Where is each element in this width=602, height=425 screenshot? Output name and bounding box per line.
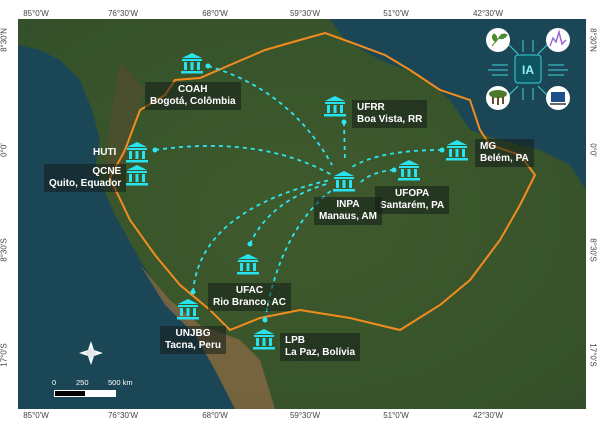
lon-tick: 59°30'W: [289, 9, 321, 18]
lat-tick: 0°0': [0, 143, 9, 157]
scale-label: 0: [52, 378, 57, 387]
museum-icon-huti[interactable]: [125, 141, 149, 163]
lon-tick: 42°30'W: [472, 9, 504, 18]
institution-label-huti: HUTI: [93, 147, 117, 158]
lat-tick: 17°0'S: [588, 343, 598, 367]
lat-tick: 17°0'S: [0, 343, 9, 367]
lon-tick: 59°30'W: [289, 411, 321, 420]
museum-icon-ufopa[interactable]: [397, 159, 421, 181]
lon-tick: 51°0'W: [383, 411, 409, 420]
scale-label: 500 km: [108, 378, 133, 387]
museum-icon-qcne[interactable]: [125, 164, 149, 186]
lon-tick: 51°0'W: [383, 9, 409, 18]
lon-tick: 76°30'W: [107, 411, 139, 420]
lat-tick: 8°30'N: [0, 28, 9, 52]
museum-icon-inpa[interactable]: [332, 170, 356, 192]
lat-tick: 0°0': [588, 143, 598, 157]
museum-icon-mg[interactable]: [445, 139, 469, 161]
map-canvas[interactable]: [18, 19, 586, 409]
computer-icon: [546, 86, 570, 110]
museum-icon-coah[interactable]: [180, 52, 204, 74]
north-arrow-icon: [79, 341, 103, 365]
lat-tick: 8°30'N: [588, 28, 598, 52]
museum-icon-ufac[interactable]: [236, 253, 260, 275]
chart-icon: [546, 28, 570, 52]
connection-endpoints: [152, 63, 445, 323]
lon-tick: 68°0'W: [202, 411, 228, 420]
lat-tick: 8°30'S: [0, 238, 9, 262]
ai-badge-text: IA: [522, 63, 534, 77]
lon-tick: 85°0'W: [23, 9, 49, 18]
museum-icon-lpb[interactable]: [252, 328, 276, 350]
museum-icon-ufrr[interactable]: [323, 95, 347, 117]
museum-icon-unjbg[interactable]: [176, 298, 200, 320]
lon-tick: 68°0'W: [202, 9, 228, 18]
land: [18, 19, 586, 409]
tree-icon: [486, 86, 510, 110]
connection-lines: [154, 65, 443, 321]
ai-badge: IA: [478, 22, 578, 112]
lon-tick: 76°30'W: [107, 9, 139, 18]
scale-label: 250: [76, 378, 89, 387]
lon-tick: 42°30'W: [472, 411, 504, 420]
scale-bar: [54, 390, 116, 397]
lon-tick: 85°0'W: [23, 411, 49, 420]
lat-tick: 8°30'S: [588, 238, 598, 262]
leaf-icon: [486, 28, 510, 52]
